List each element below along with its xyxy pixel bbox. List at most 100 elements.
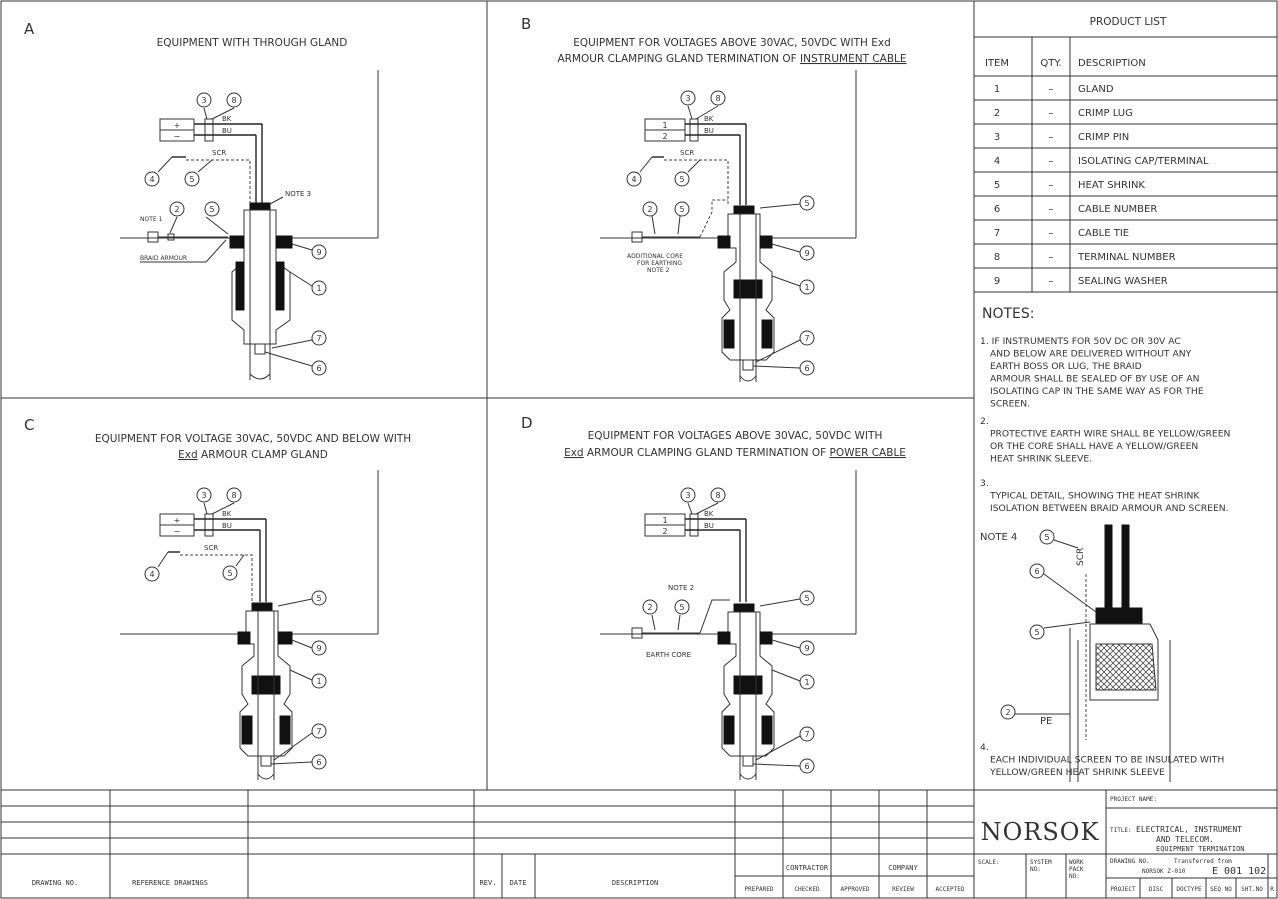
product-item-number: 3 [994, 132, 1000, 143]
svg-text:4: 4 [149, 570, 154, 579]
note-line: EARTH BOSS OR LUG, THE BRAID [990, 361, 1142, 372]
note-line: ARMOUR SHALL BE SEALED OF BY USE OF AN [990, 374, 1200, 385]
note-3: 3.TYPICAL DETAIL, SHOWING THE HEAT SHRIN… [980, 478, 1229, 514]
svg-text:9: 9 [804, 249, 809, 258]
svg-text:Transferred from: Transferred from [1174, 858, 1232, 865]
product-item-number: 5 [994, 180, 1000, 191]
svg-text:SEQ NO: SEQ NO [1210, 886, 1232, 893]
svg-text:9: 9 [316, 248, 321, 257]
norsok-logo: NORSOK [981, 818, 1100, 846]
svg-text:APPROVED: APPROVED [841, 886, 870, 893]
svg-text:6: 6 [1034, 567, 1039, 576]
product-list: PRODUCT LIST ITEM QTY. DESCRIPTION 1–GLA… [974, 16, 1277, 293]
svg-text:PROJECT: PROJECT [1110, 886, 1136, 893]
svg-text:8: 8 [231, 96, 236, 105]
product-qty: – [1049, 204, 1054, 215]
svg-text:R: R [1270, 886, 1274, 893]
svg-text:6: 6 [804, 364, 809, 373]
note-2: 2.PROTECTIVE EARTH WIRE SHALL BE YELLOW/… [980, 416, 1230, 465]
svg-text:5: 5 [189, 175, 194, 184]
svg-text:EARTH CORE: EARTH CORE [646, 651, 691, 659]
product-description: CRIMP PIN [1078, 132, 1129, 143]
svg-text:NOTE 3: NOTE 3 [285, 190, 311, 198]
svg-text:1: 1 [662, 121, 667, 130]
product-description: GLAND [1078, 84, 1114, 95]
svg-text:5: 5 [679, 205, 684, 214]
note-line: 4. [980, 742, 989, 753]
description-label: DESCRIPTION [612, 879, 658, 887]
drawing-title: ELECTRICAL, INSTRUMENT [1136, 825, 1242, 834]
svg-text:CHECKED: CHECKED [794, 886, 820, 893]
product-item-number: 8 [994, 252, 1000, 263]
note-line: AND BELOW ARE DELIVERED WITHOUT ANY [990, 349, 1192, 360]
svg-text:5: 5 [1034, 628, 1039, 637]
note-line: 3. [980, 478, 989, 489]
note-line: HEAT SHRINK SLEEVE. [990, 454, 1092, 465]
panel-a: A EQUIPMENT WITH THROUGH GLAND + − BK BU… [24, 20, 379, 380]
panel-title: EQUIPMENT WITH THROUGH GLAND [157, 37, 348, 49]
svg-text:6: 6 [316, 758, 321, 767]
svg-text:5: 5 [804, 594, 809, 603]
product-item-number: 7 [994, 228, 1000, 239]
svg-text:2: 2 [1005, 708, 1010, 717]
svg-text:+: + [174, 516, 181, 525]
svg-text:NOTE 2: NOTE 2 [668, 584, 694, 592]
header-description: DESCRIPTION [1078, 58, 1146, 69]
drawing-code: E 001 102 [1212, 866, 1266, 877]
svg-text:2: 2 [662, 132, 667, 141]
svg-text:ADDITIONAL CORE: ADDITIONAL CORE [627, 253, 683, 260]
svg-text:1: 1 [316, 284, 321, 293]
svg-text:5: 5 [227, 569, 232, 578]
svg-text:2: 2 [647, 603, 652, 612]
svg-text:1: 1 [662, 516, 667, 525]
product-item-number: 9 [994, 276, 1000, 287]
heat-shrink-detail: NOTE 4 5 SCR 6 5 2 PE [980, 524, 1171, 782]
panel-title-line2: ARMOUR CLAMPING GLAND TERMINATION OF INS… [557, 53, 906, 65]
product-list-title: PRODUCT LIST [1090, 16, 1167, 28]
svg-text:BRAID ARMOUR: BRAID ARMOUR [140, 255, 187, 262]
note-line: ISOLATING CAP IN THE SAME WAY AS FOR THE [990, 386, 1204, 397]
panel-c: C EQUIPMENT FOR VOLTAGE 30VAC, 50VDC AND… [24, 416, 411, 780]
callouts: 3 8 4 5 2 5 9 1 7 6 [144, 92, 327, 376]
panel-letter: A [24, 20, 35, 38]
note-line: OR THE CORE SHALL HAVE A YELLOW/GREEN [990, 441, 1198, 452]
date-label: DATE [510, 879, 527, 887]
svg-text:NO:: NO: [1030, 866, 1041, 873]
svg-text:DISC: DISC [1149, 886, 1164, 893]
svg-text:7: 7 [316, 727, 321, 736]
svg-text:2: 2 [662, 527, 667, 536]
product-description: SEALING WASHER [1078, 276, 1168, 287]
svg-text:3: 3 [685, 94, 690, 103]
notes: NOTES: 1. IF INSTRUMENTS FOR 50V DC OR 3… [980, 306, 1230, 782]
note-line: TYPICAL DETAIL, SHOWING THE HEAT SHRINK [989, 491, 1200, 502]
svg-text:PREPARED: PREPARED [745, 886, 774, 893]
product-qty: – [1049, 156, 1054, 167]
note-line: SCREEN. [990, 399, 1030, 410]
svg-text:SHT.NO: SHT.NO [1241, 886, 1263, 893]
product-qty: – [1049, 228, 1054, 239]
svg-text:BU: BU [222, 522, 232, 530]
project-name-label: PROJECT NAME: [1110, 796, 1157, 803]
note-4: 4.EACH INDIVIDUAL SCREEN TO BE INSULATED… [980, 742, 1224, 778]
svg-text:−: − [174, 132, 181, 141]
svg-text:DRAWING NO.: DRAWING NO. [1110, 858, 1150, 865]
product-qty: – [1049, 180, 1054, 191]
panel-title-line1: EQUIPMENT FOR VOLTAGE 30VAC, 50VDC AND B… [95, 433, 411, 445]
svg-text:ACCEPTED: ACCEPTED [936, 886, 965, 893]
product-item-number: 2 [994, 108, 1000, 119]
header-qty: QTY. [1040, 58, 1061, 69]
svg-text:BK: BK [704, 510, 714, 518]
svg-text:3: 3 [201, 96, 206, 105]
svg-text:3: 3 [201, 491, 206, 500]
reference-drawings-label: REFERENCE DRAWINGS [132, 879, 208, 887]
rev-label: REV. [480, 879, 497, 887]
svg-text:FOR EARTHING: FOR EARTHING [637, 260, 682, 267]
svg-text:2: 2 [647, 205, 652, 214]
product-qty: – [1049, 252, 1054, 263]
note-line: 2. [980, 416, 989, 427]
panel-title-line2: Exd ARMOUR CLAMPING GLAND TERMINATION OF… [564, 447, 906, 459]
product-description: HEAT SHRINK [1078, 180, 1145, 191]
svg-text:+: + [174, 121, 181, 130]
svg-text:5: 5 [804, 199, 809, 208]
